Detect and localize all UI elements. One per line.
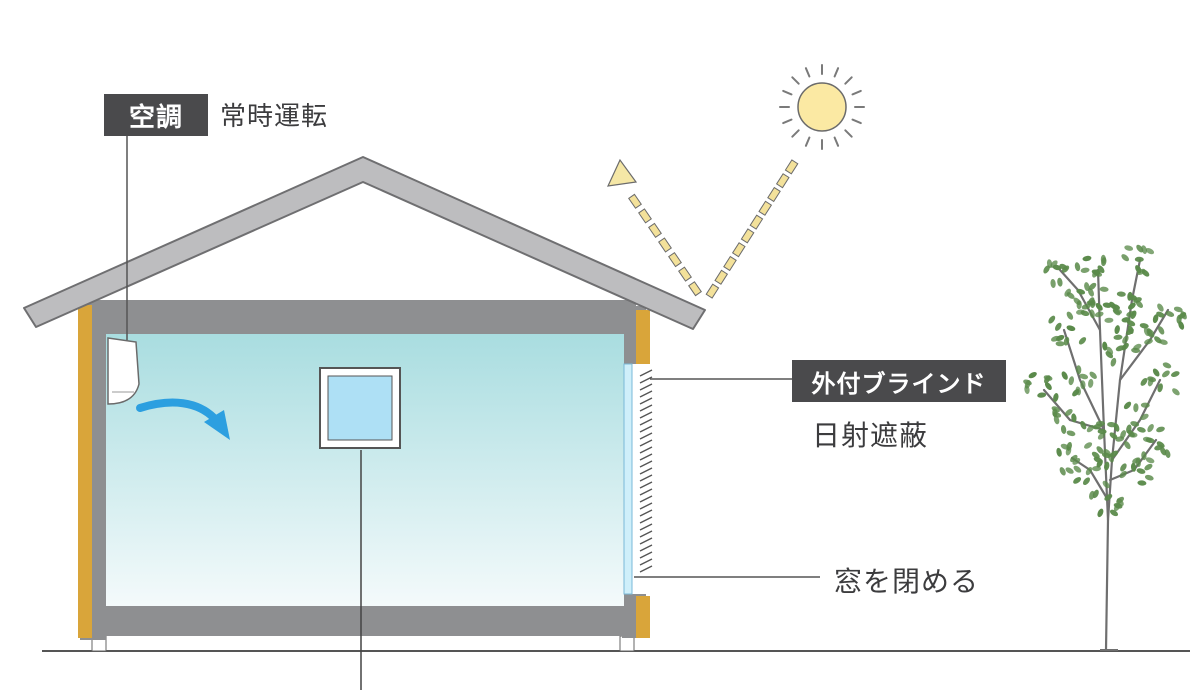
roof (23, 156, 706, 330)
solar-shading-text: 日射遮蔽 (812, 419, 929, 452)
floor-slab (92, 604, 638, 636)
ceiling-slab (92, 300, 636, 336)
window-closed (623, 363, 633, 595)
sunlight-rays (628, 159, 799, 299)
aircon-label-box: 空調 (104, 94, 208, 136)
interior-window-glass (327, 375, 393, 441)
right-timber-upper (636, 310, 650, 364)
airflow-arrow-icon (136, 398, 230, 440)
external-blind-label-box: 外付ブラインド (792, 360, 1006, 402)
foundation-post-right (619, 635, 635, 652)
reflected-sunlight-arrow-icon (606, 158, 638, 187)
close-window-text: 窓を閉める (834, 565, 980, 598)
external-blind (639, 369, 653, 573)
sun-icon (779, 64, 865, 150)
right-timber-lower (636, 596, 650, 638)
aircon-operation-text: 常時運転 (220, 102, 329, 132)
tree-icon (1023, 244, 1187, 652)
air-conditioner-icon (107, 337, 140, 405)
left-timber (78, 305, 92, 638)
